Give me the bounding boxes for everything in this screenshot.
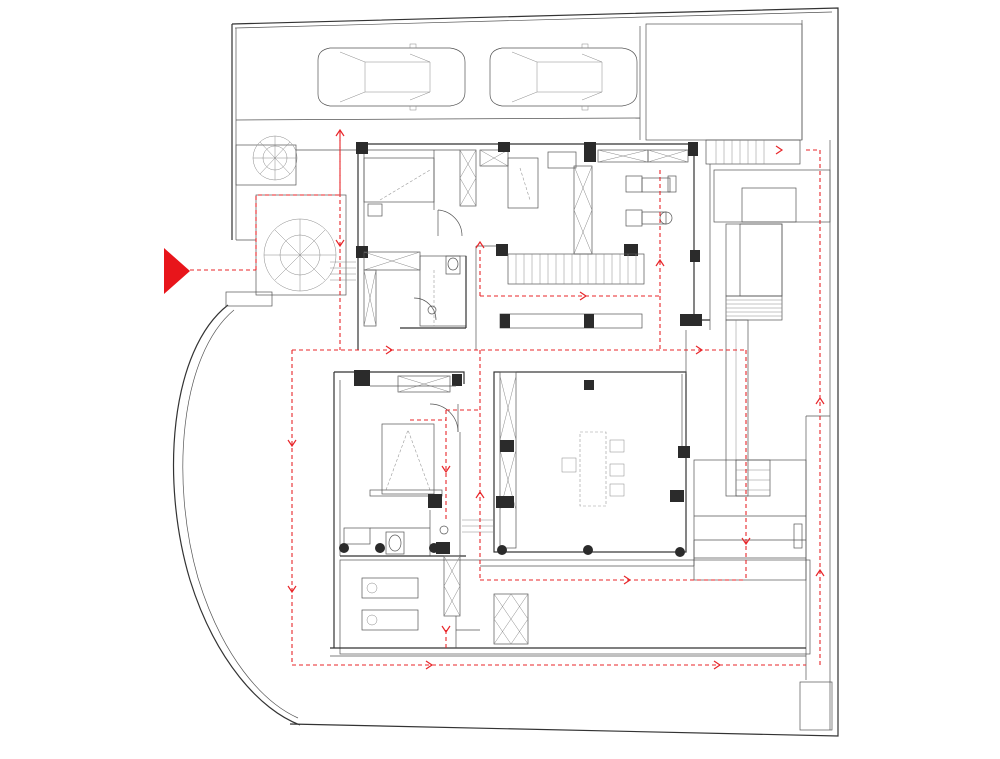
entrance-area: [235, 135, 356, 296]
living-hall: [493, 330, 690, 557]
bathroom-upper: [363, 251, 467, 329]
counter: [499, 313, 643, 329]
garage-area: [235, 20, 803, 141]
car-right-icon: [489, 43, 638, 111]
bathroom-lower: [343, 510, 449, 556]
staircase-main: [507, 253, 645, 285]
bed-icon: [369, 423, 443, 497]
wardrobe-top: [459, 149, 689, 255]
plant-icon-2: [263, 218, 337, 292]
car-left-icon: [317, 43, 466, 111]
bedroom-top-left: [363, 150, 435, 217]
lower-bedroom-block: [333, 370, 494, 648]
terrace-bottom: [330, 540, 811, 657]
dining-table-icon: [561, 431, 625, 507]
side-stairs: [693, 139, 831, 581]
chair-icon: [625, 175, 677, 227]
upper-block: [356, 142, 710, 350]
circulation-route: [190, 128, 825, 670]
lounger-icon: [361, 577, 419, 631]
entrance-marker-icon: [164, 248, 190, 294]
plant-icon: [252, 135, 298, 181]
